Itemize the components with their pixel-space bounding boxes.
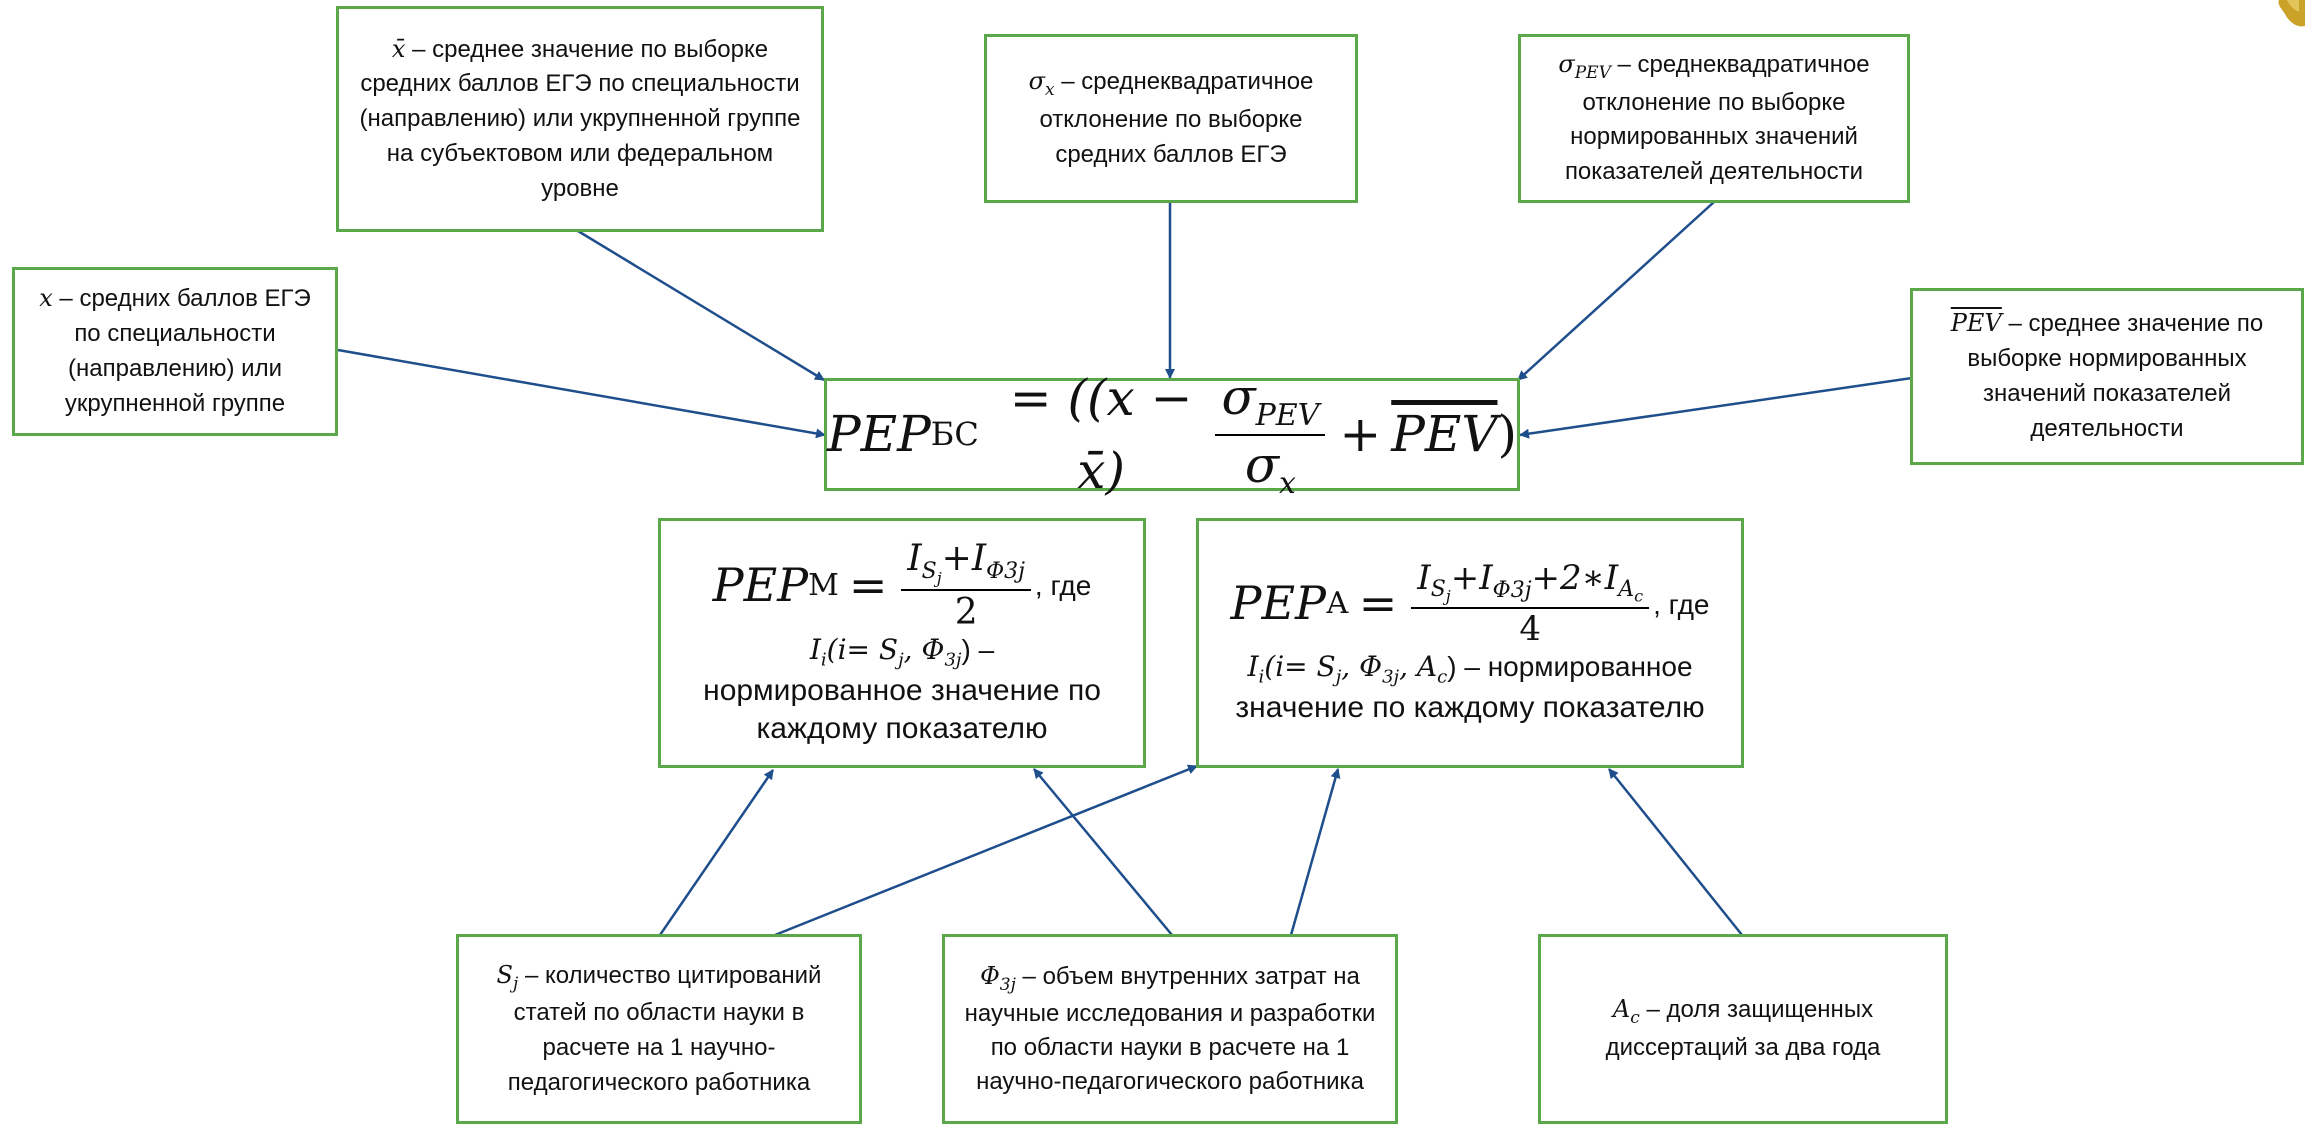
sj-subscript: j xyxy=(513,973,519,994)
pep-a-line2-sym: I xyxy=(1247,649,1259,683)
pep-a-num-sub1-sub: j xyxy=(1445,586,1451,606)
sigma-x-symbol: σ xyxy=(1028,67,1045,96)
pep-bs-prefix: = ((x − x̄) xyxy=(1009,369,1193,500)
pep-m-num-plus: +I xyxy=(941,537,987,579)
pep-m-line2-args2: , Φ xyxy=(903,633,945,667)
pep-a-num-plus: +I xyxy=(1450,557,1493,598)
pep-a-den: 4 xyxy=(1519,609,1541,650)
arrow-sj-to-m xyxy=(658,769,775,936)
pep-a-num-plus2: +2∗I xyxy=(1531,557,1619,598)
ac-description: – доля защищенных диссертаций за два год… xyxy=(1605,996,1881,1061)
ac-subscript: c xyxy=(1630,1008,1640,1029)
pep-a-num-sub3-sub: c xyxy=(1634,586,1644,606)
pep-a-fraction: ISj+IΦ3j+2∗IAc 4 xyxy=(1411,557,1650,650)
note-xbar: x̄ – среднее значение по выборке средних… xyxy=(336,6,824,232)
arrow-sj-to-a xyxy=(774,764,1198,937)
f3j-symbol: Φ xyxy=(980,961,1000,990)
pep-a-line2-tail: ) – нормированное xyxy=(1447,650,1693,682)
pep-a-lhs-subscript: А xyxy=(1325,586,1349,622)
pep-bs-num: σ xyxy=(1221,367,1256,426)
pep-a-line2-args2: , Φ xyxy=(1341,649,1383,683)
f3j-subscript: 3j xyxy=(999,974,1016,995)
sigma-x-description: – среднеквадратичное отклонение по выбор… xyxy=(1039,68,1314,168)
pep-m-lhs-subscript: М xyxy=(808,567,839,603)
pep-m-fraction: ISj+IΦ3j 2 xyxy=(901,537,1031,633)
sigma-pev-description: – среднеквадратичное отклонение по выбор… xyxy=(1564,51,1870,186)
pep-bs-fraction: σPEV σx xyxy=(1215,367,1326,501)
pep-m-line2-args: (i= S xyxy=(826,633,899,667)
sigma-pev-symbol: σ xyxy=(1558,50,1575,79)
pep-m-gde: , где xyxy=(1034,569,1092,601)
sj-symbol: S xyxy=(496,960,513,989)
pep-m-line2-args2-sub: 3j xyxy=(944,649,962,671)
pev-bar-description: – среднее значение по выборке нормирован… xyxy=(1967,310,2264,442)
note-ac: Ac – доля защищенных диссертаций за два … xyxy=(1538,934,1948,1124)
note-f3j: Φ3j – объем внутренних затрат на научные… xyxy=(942,934,1398,1124)
pep-m-num-sub2: Φ3j xyxy=(986,558,1025,584)
pep-m-line2-tail: ) – xyxy=(961,634,995,666)
pep-a-gde: , где xyxy=(1653,588,1710,620)
pep-a-line2-args2-sub: 3j xyxy=(1382,666,1400,688)
note-sigma-pev: σPEV – среднеквадратичное отклонение по … xyxy=(1518,34,1910,203)
pep-m-den: 2 xyxy=(954,591,978,633)
arrow-x-to-bs xyxy=(337,348,826,439)
ac-symbol: A xyxy=(1612,995,1631,1024)
note-sigma-x: σx – среднеквадратичное отклонение по вы… xyxy=(984,34,1358,203)
pep-bs-pev-bar: PEV xyxy=(1391,405,1498,464)
x-description: – средних баллов ЕГЭ по специальности (н… xyxy=(59,285,311,417)
pep-a-line2-args: (i= S xyxy=(1264,649,1336,683)
xbar-symbol: x̄ xyxy=(391,34,406,63)
pep-a-line2-args3-sub: c xyxy=(1437,666,1448,688)
pep-m-line2-sub: i xyxy=(820,649,827,671)
pep-bs-num-sub: PEV xyxy=(1255,397,1320,433)
pep-a-num: I xyxy=(1417,557,1431,598)
f3j-description: – объем внутренних затрат на научные исс… xyxy=(964,962,1376,1095)
note-sj: Sj – количество цитирований статей по об… xyxy=(456,934,862,1124)
pep-m-num-sub1: S xyxy=(921,558,937,584)
arrow-f3j-to-m xyxy=(1033,768,1173,936)
arrow-pevbar-to-bs xyxy=(1519,376,1913,439)
sigma-pev-subscript: PEV xyxy=(1574,62,1611,83)
pep-bs-close: ) xyxy=(1497,405,1517,464)
pev-bar-symbol: PEV xyxy=(1950,309,2002,338)
pep-a-num-sub2: Φ3j xyxy=(1492,577,1532,603)
pep-a-line2-args-sub: j xyxy=(1335,666,1342,688)
pep-a-line3: значение по каждому показателю xyxy=(1235,690,1705,724)
note-x: x – средних баллов ЕГЭ по специальности … xyxy=(12,267,338,436)
pep-bs-den: σ xyxy=(1244,435,1279,494)
pep-bs-lhs: PEP xyxy=(827,405,931,464)
arrow-ac-to-a xyxy=(1608,768,1743,936)
pep-m-line2-sym: I xyxy=(809,633,821,667)
pep-bs-den-sub: x xyxy=(1278,465,1296,501)
note-pev-bar: PEV – среднее значение по выборке нормир… xyxy=(1910,288,2304,465)
pep-bs-plus: + xyxy=(1339,405,1382,464)
sj-description: – количество цитирований статей по облас… xyxy=(507,961,822,1096)
emblem-decoration xyxy=(2278,0,2305,27)
arrow-sigmapev-to-bs xyxy=(1517,201,1715,381)
sigma-x-subscript: x xyxy=(1044,80,1055,101)
pep-a-lhs: PEP xyxy=(1230,576,1326,631)
pep-a-num-sub3: A xyxy=(1618,577,1635,603)
pep-m-lhs: PEP xyxy=(712,557,809,612)
pep-a-line2-sub: i xyxy=(1258,666,1265,688)
pep-m-line3: нормированное значение по каждому показа… xyxy=(703,674,1101,745)
x-symbol: x xyxy=(39,284,53,313)
pep-bs-lhs-subscript: БС xyxy=(930,415,979,454)
arrow-xbar-to-bs xyxy=(577,229,825,382)
xbar-description: – среднее значение по выборке средних ба… xyxy=(359,35,801,202)
pep-m-line2-args-sub: j xyxy=(898,649,904,671)
arrow-f3j-to-a xyxy=(1289,768,1341,936)
pep-m-num-sub1-sub: j xyxy=(936,568,942,588)
pep-a-num-sub1: S xyxy=(1430,577,1446,603)
pep-m-num: I xyxy=(907,537,922,579)
pep-a-line2-args3: , A xyxy=(1399,649,1438,683)
